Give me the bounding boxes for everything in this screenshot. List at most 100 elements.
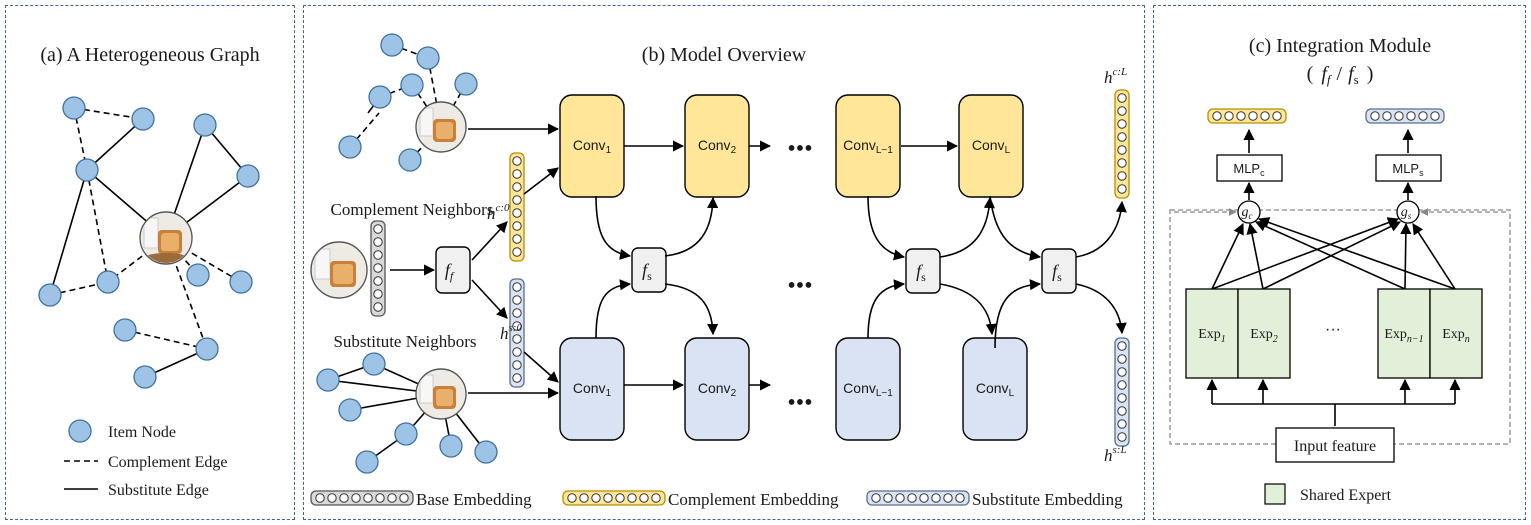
conv-s-1: [559, 337, 625, 441]
embedding-cell: [1117, 119, 1127, 129]
embedding-cell: [512, 360, 522, 370]
complement-embedding-box: [509, 152, 525, 262]
conv-s-l-label: ConvL: [976, 380, 1015, 399]
embedding-cell: [1117, 171, 1127, 181]
ff-block: ff: [435, 246, 471, 294]
input-feature-label: Input feature: [1294, 438, 1376, 455]
complement-embedding-box: [1114, 89, 1130, 199]
expert-1: [1185, 288, 1239, 379]
top-neighbor-graph: [338, 33, 478, 172]
conv-c-lminus1-label: ConvL−1: [843, 137, 893, 156]
embedding-cell: [1117, 380, 1127, 390]
embedding-cell: [1394, 111, 1404, 121]
embedding-cell: [1117, 158, 1127, 168]
item-node: [62, 96, 86, 120]
expert-2: [1237, 288, 1291, 379]
base-item-image: [310, 241, 368, 299]
embedding-cell: [1272, 111, 1282, 121]
svg-text:ff: ff: [445, 260, 455, 283]
item-node: [195, 337, 219, 361]
item-node: [186, 263, 210, 287]
embedding-cell: [1224, 111, 1234, 121]
embedding-cell: [1117, 145, 1127, 155]
embedding-cell: [387, 493, 397, 503]
embedding-cell: [512, 182, 522, 192]
svg-text:MLPs: MLPs: [1392, 161, 1424, 178]
conv-c-l-label: ConvL: [972, 137, 1011, 156]
graph-nodes: [38, 96, 260, 389]
fs-block-1: [631, 247, 667, 293]
ff-sub: f: [450, 269, 455, 283]
conv-s-lminus1-label: ConvL−1: [843, 380, 893, 399]
embedding-cell: [943, 493, 953, 503]
embedding-cell: [1418, 111, 1428, 121]
embedding-cell: [373, 263, 383, 273]
embedding-cell: [1117, 106, 1127, 116]
embedding-cell: [1370, 111, 1380, 121]
embedding-cell: [579, 493, 589, 503]
embedding-cell: [315, 493, 325, 503]
embedding-cell: [955, 493, 965, 503]
panel-c-title: (c) Integration Module: [1249, 35, 1431, 57]
embedding-cell: [339, 493, 349, 503]
input-feature-box: [1275, 427, 1395, 463]
embedding-cell: [895, 493, 905, 503]
embedding-cell: [373, 302, 383, 312]
expert-label: Exp1: [1198, 327, 1226, 345]
embedding-cell: [931, 493, 941, 503]
hc0-vector: [509, 152, 525, 262]
embedding-cell: [919, 493, 929, 503]
embedding-cell: [512, 347, 522, 357]
embedding-cell: [1248, 111, 1258, 121]
embedding-cell: [1117, 132, 1127, 142]
embedding-cell: [1117, 354, 1127, 364]
ellipsis-mid: •••: [787, 273, 812, 299]
embedding-cell: [512, 373, 522, 383]
embedding-cell: [1236, 111, 1246, 121]
output-vectors: [1207, 108, 1445, 124]
ellipsis-bot: •••: [787, 390, 812, 416]
legend-complement-embedding: Complement Embedding: [668, 490, 839, 509]
embedding-cell: [567, 493, 577, 503]
item-node: [75, 158, 99, 182]
shared-expert-label: Shared Expert: [1300, 487, 1392, 504]
expert-gate-arrows: [1211, 217, 1456, 290]
embedding-cell: [363, 493, 373, 503]
hs0-label: hs:0: [500, 322, 522, 343]
embedding-cell: [1117, 367, 1127, 377]
embedding-cell: [399, 493, 409, 503]
hcL-vector: [1114, 89, 1130, 199]
embedding-cell: [512, 282, 522, 292]
panel-b-frame: [303, 5, 1145, 520]
embedding-cell: [512, 221, 522, 231]
fs-block-3: [1041, 248, 1077, 294]
embedding-cell: [373, 224, 383, 234]
embedding-cell: [1117, 393, 1127, 403]
embedding-cell: [373, 250, 383, 260]
embedding-cell: [512, 295, 522, 305]
item-node: [131, 107, 155, 131]
expert-label: Exp2: [1250, 327, 1278, 345]
embedding-cell: [591, 493, 601, 503]
embedding-cell: [375, 493, 385, 503]
panel-c-frame: [1153, 5, 1526, 520]
embedding-cell: [603, 493, 613, 503]
panel-c: (c) Integration Module (ff/fs) MLPc MLPs…: [1169, 35, 1511, 505]
fs-block-2: [905, 248, 941, 294]
embedding-cell: [512, 234, 522, 244]
embedding-cell: [615, 493, 625, 503]
hsL-vector: [1114, 337, 1130, 447]
legend-complement-edge: Complement Edge: [108, 454, 228, 471]
item-node: [193, 113, 217, 137]
hsL-label: hs:L: [1104, 444, 1127, 465]
embedding-cell: [373, 276, 383, 286]
legend-base-vector: [310, 490, 414, 506]
substitute-neighbors-label: Substitute Neighbors: [333, 332, 476, 351]
bottom-neighbor-graph: [316, 352, 498, 474]
conv-c-1-label: Conv1: [573, 137, 612, 156]
embedding-cell: [512, 247, 522, 257]
embedding-cell: [512, 156, 522, 166]
